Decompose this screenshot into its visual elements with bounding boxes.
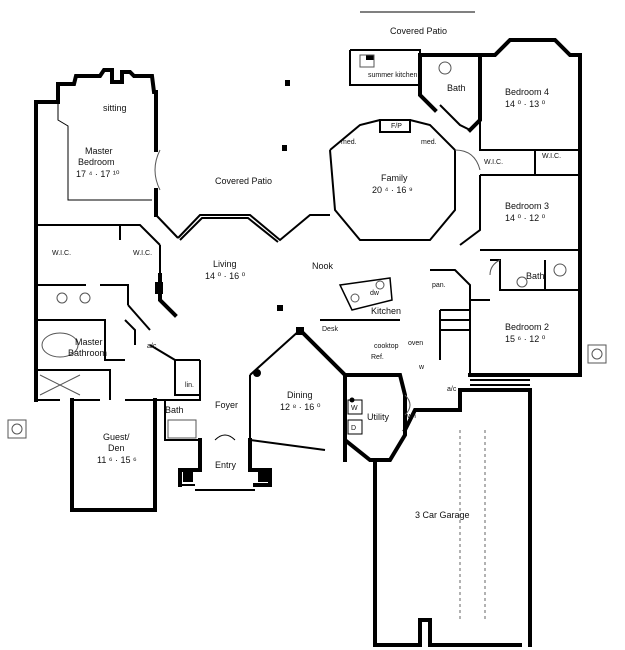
- covered-patio-top-label: Covered Patio: [390, 26, 447, 36]
- kitchen-label: Kitchen: [371, 306, 401, 316]
- bedroom3-label: Bedroom 3: [505, 201, 549, 211]
- bedroom4-dim: 14 ⁰ · 13 ⁰: [505, 99, 546, 109]
- wic-master-right-label: W.I.C.: [133, 250, 152, 257]
- pantry-label: pan.: [432, 282, 446, 289]
- family-label: Family: [381, 173, 408, 183]
- summer-kitchen-label: summer kitchen: [368, 72, 418, 79]
- linen-label: lin.: [185, 382, 194, 389]
- washer-label: W: [351, 405, 358, 412]
- master-bedroom-dim: 17 ⁴ · 17 ¹⁰: [76, 169, 120, 179]
- garage-label: 3 Car Garage: [415, 510, 470, 520]
- dryer-label: D: [351, 425, 356, 432]
- med-left-label: med.: [341, 139, 357, 146]
- nook-label: Nook: [312, 261, 334, 271]
- master-bathroom-label-2: Bathroom: [68, 348, 107, 358]
- desk-label: Desk: [322, 326, 338, 333]
- bedroom2-dim: 15 ⁶ · 12 ⁰: [505, 334, 546, 344]
- guest-den-label-2: Den: [108, 443, 125, 453]
- water-heater-label: wh: [406, 413, 416, 420]
- wic-master-left-label: W.I.C.: [52, 250, 71, 257]
- living-label: Living: [213, 259, 237, 269]
- wic-bed4-left-label: W.I.C.: [484, 159, 503, 166]
- guest-den-label-1: Guest/: [103, 432, 130, 442]
- living-dim: 14 ⁰ · 16 ⁰: [205, 271, 246, 281]
- washer-hookup-label: w: [418, 364, 425, 371]
- room-labels: Covered Patio summer kitchen Bath Bedroo…: [52, 26, 561, 520]
- ac-right-label: a/c: [447, 386, 457, 393]
- family-dim: 20 ⁴ · 16 ⁹: [372, 185, 413, 195]
- cooktop-label: cooktop: [374, 343, 399, 350]
- bedroom4-label: Bedroom 4: [505, 87, 549, 97]
- fixtures: [7, 54, 607, 439]
- med-right-label: med.: [421, 139, 437, 146]
- foyer-label: Foyer: [215, 400, 238, 410]
- utility-label: Utility: [367, 412, 389, 422]
- fp-label: F/P: [391, 123, 402, 130]
- dining-dim: 12 ⁸ · 16 ⁰: [280, 402, 321, 412]
- walls: [34, 11, 582, 647]
- sitting-label: sitting: [103, 103, 127, 113]
- master-bedroom-label-2: Bedroom: [78, 157, 115, 167]
- oven-label: oven: [408, 340, 423, 347]
- covered-patio-mid-label: Covered Patio: [215, 176, 272, 186]
- dining-label: Dining: [287, 390, 313, 400]
- wic-bed4-right-label: W.I.C.: [542, 153, 561, 160]
- guest-den-dim: 11 ⁶ · 15 ⁶: [97, 455, 137, 465]
- bath-top-label: Bath: [447, 83, 466, 93]
- columns: [155, 55, 374, 482]
- bedroom2-label: Bedroom 2: [505, 322, 549, 332]
- refrigerator-label: Ref.: [371, 354, 384, 361]
- bath-mid-label: Bath: [526, 271, 545, 281]
- entry-label: Entry: [215, 460, 237, 470]
- master-bedroom-label-1: Master: [85, 146, 113, 156]
- dishwasher-label: dw: [370, 290, 380, 297]
- master-bathroom-label-1: Master: [75, 337, 103, 347]
- bath-guest-label: Bath: [165, 405, 184, 415]
- bedroom3-dim: 14 ⁰ · 12 ⁰: [505, 213, 546, 223]
- ac-left-label: a/c: [147, 343, 157, 350]
